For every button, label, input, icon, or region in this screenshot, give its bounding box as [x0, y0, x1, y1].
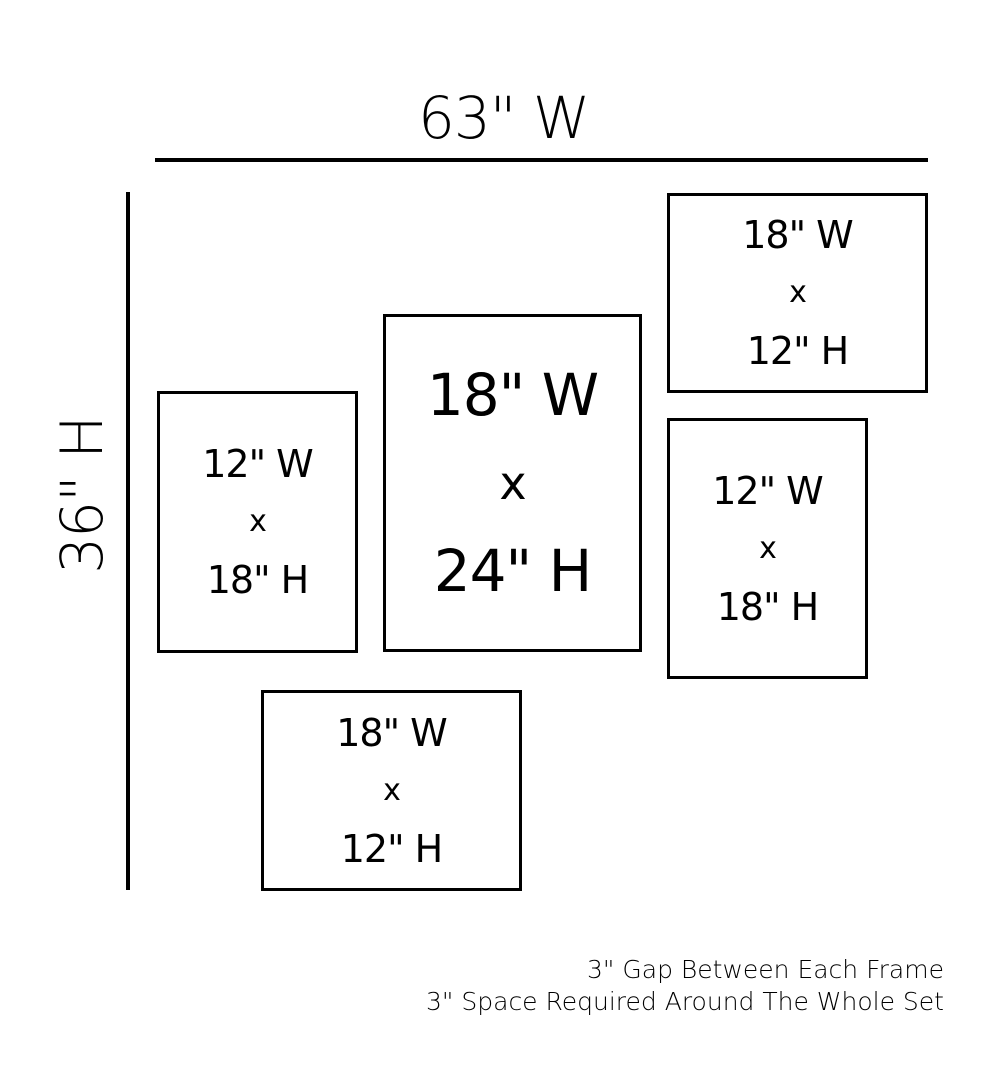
frame-center-large: 18" W x 24" H [383, 314, 642, 652]
frame-separator: x [789, 275, 807, 310]
frame-width: 18" W [336, 710, 447, 755]
frame-separator: x [383, 772, 401, 808]
overall-height-line [126, 192, 130, 890]
frame-height: 12" H [746, 329, 849, 373]
frame-height: 12" H [340, 826, 443, 871]
frame-separator: x [249, 504, 267, 539]
frame-height: 18" H [716, 584, 819, 629]
notes: 3" Gap Between Each Frame 3" Space Requi… [426, 954, 944, 1018]
overall-height-label: 36" H [48, 416, 116, 574]
overall-width-label: 63" W [418, 84, 590, 152]
frame-bottom: 18" W x 12" H [261, 690, 522, 891]
frame-top-right: 18" W x 12" H [667, 193, 928, 393]
frame-right-middle: 12" W x 18" H [667, 418, 868, 679]
frame-separator: x [499, 456, 526, 510]
frame-left: 12" W x 18" H [157, 391, 358, 653]
frame-width: 18" W [426, 361, 599, 429]
frame-separator: x [759, 530, 777, 566]
note-gap: 3" Gap Between Each Frame [587, 955, 944, 984]
frame-width: 12" W [202, 442, 313, 486]
overall-width-line [155, 158, 928, 162]
note-space: 3" Space Required Around The Whole Set [426, 987, 944, 1016]
frame-height: 18" H [206, 558, 309, 602]
frame-width: 12" W [712, 468, 823, 513]
frame-width: 18" W [742, 213, 853, 257]
frame-height: 24" H [433, 537, 593, 605]
